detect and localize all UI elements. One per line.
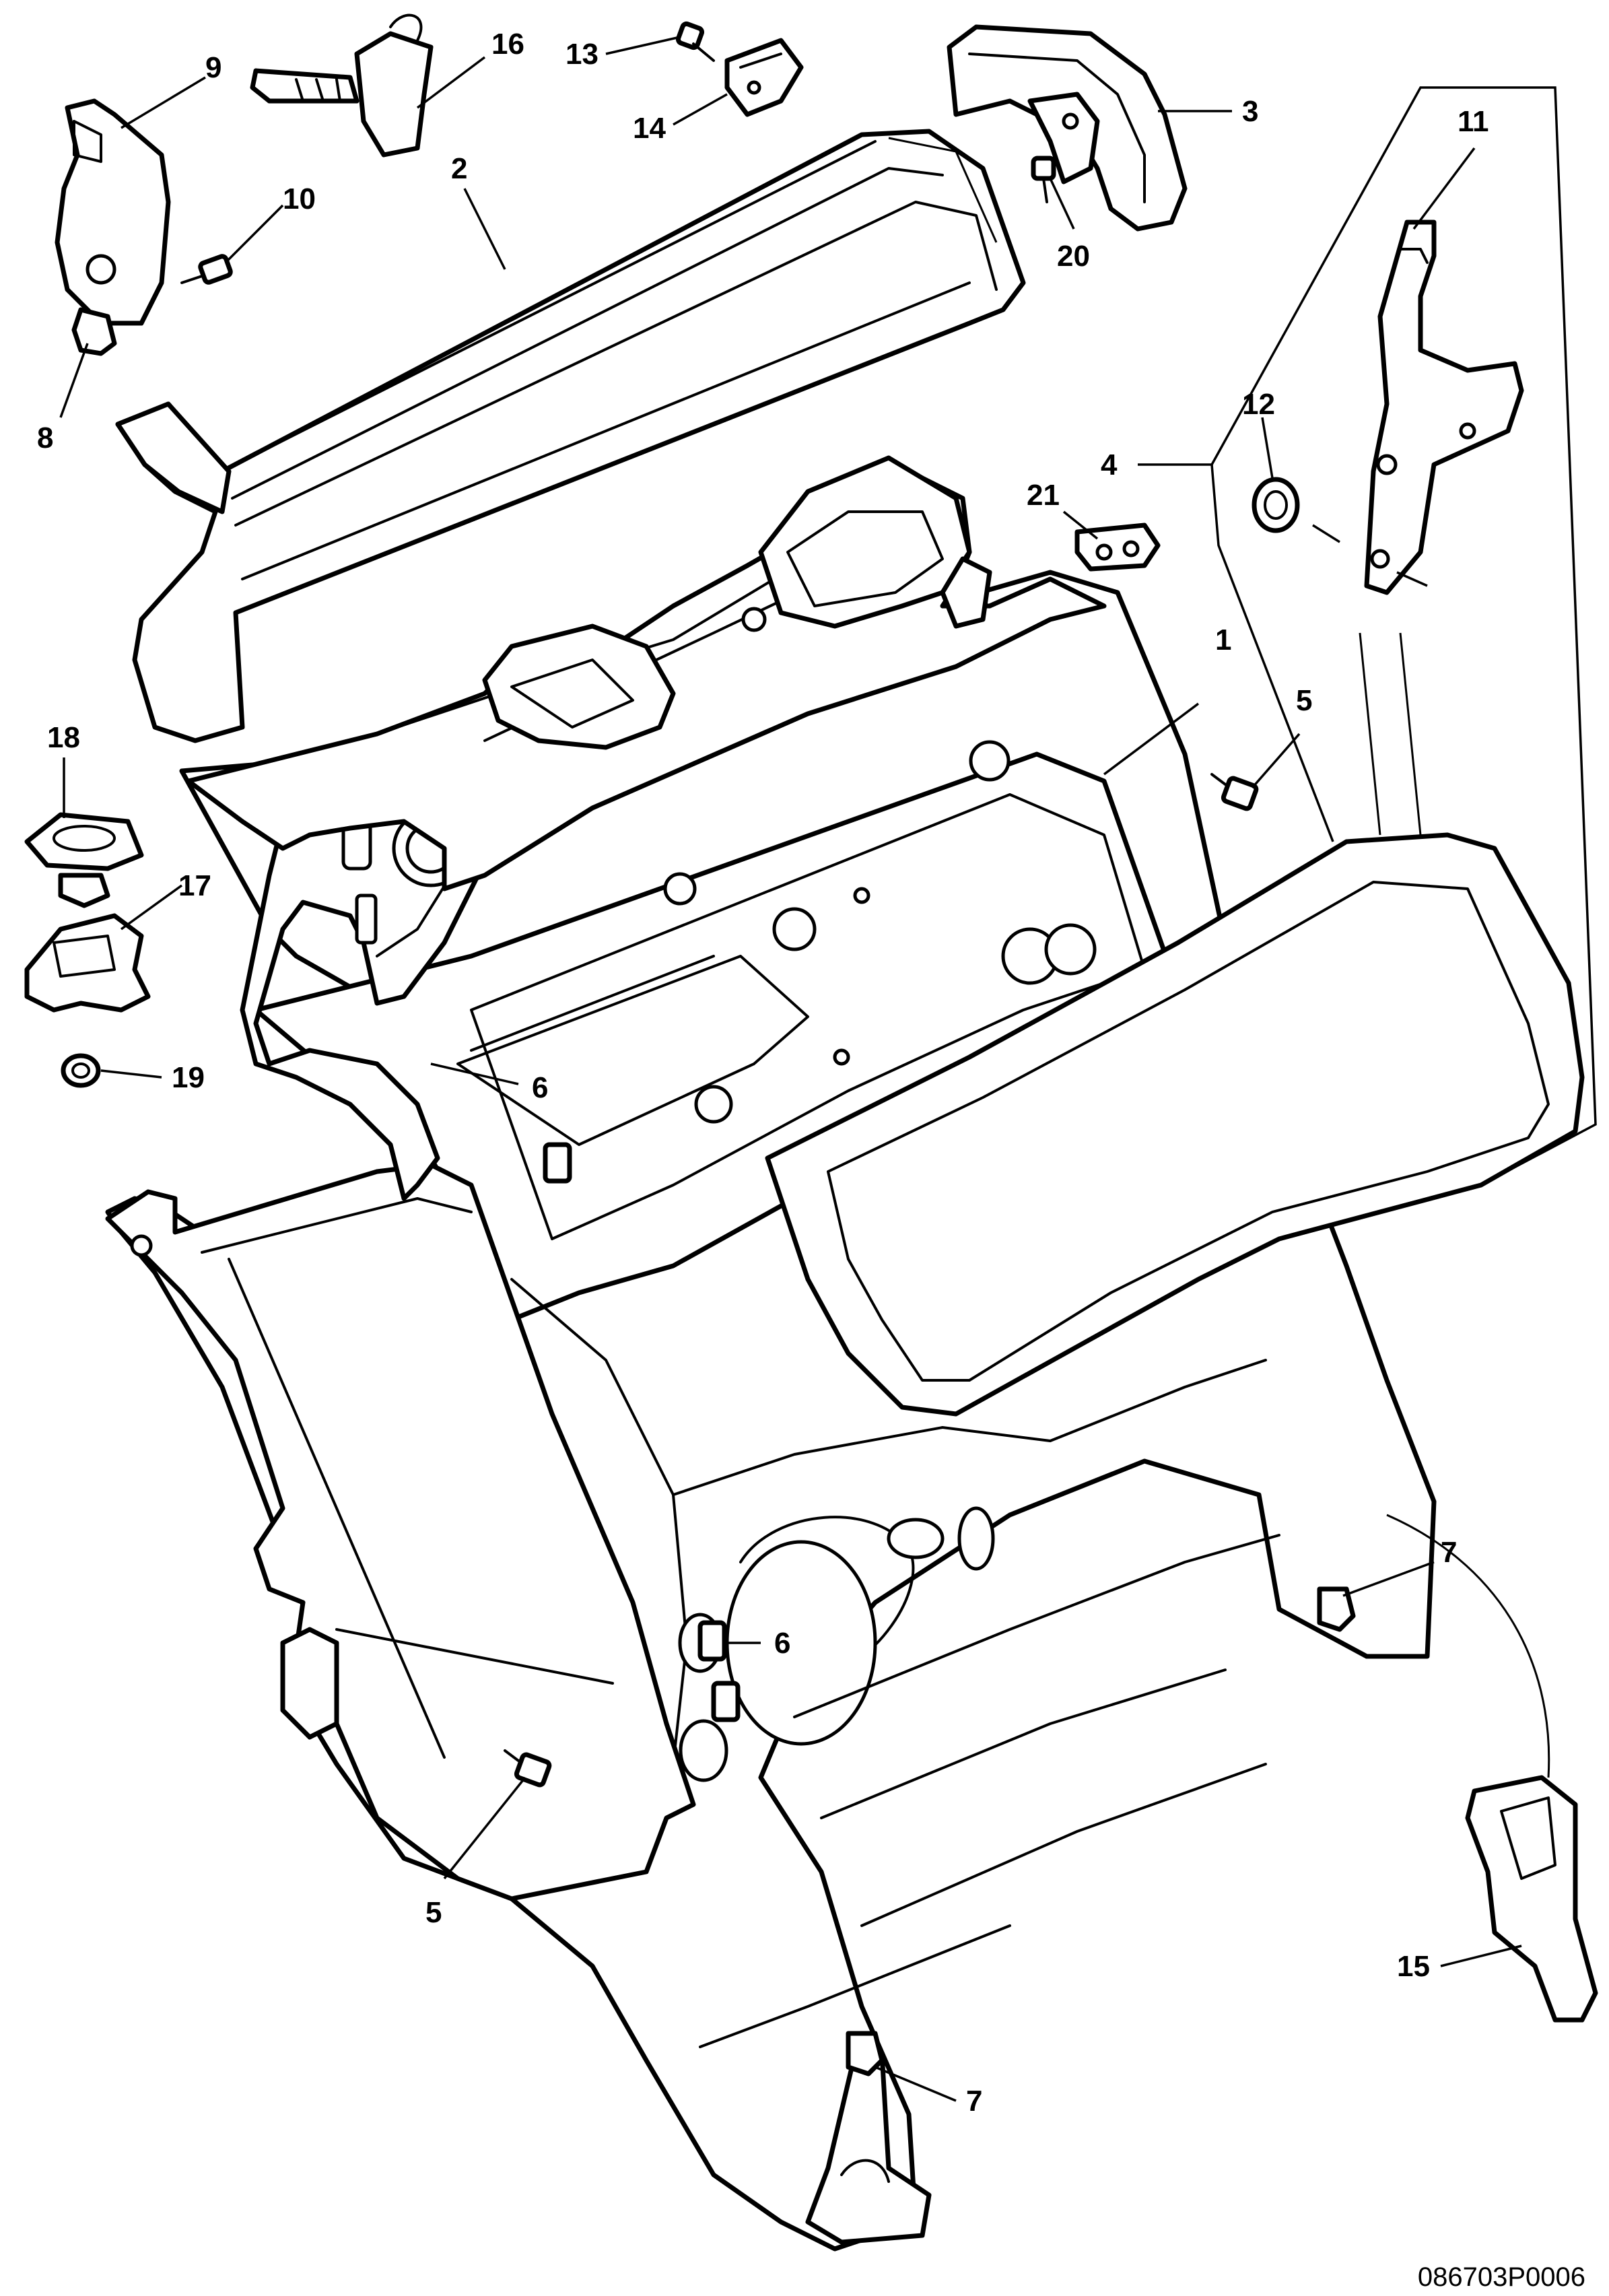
callout-4: 4	[1101, 448, 1118, 481]
part-12-nut	[1252, 477, 1300, 533]
callout-15: 15	[1397, 1950, 1430, 1983]
callout-8: 8	[37, 421, 53, 454]
callout-11: 11	[1458, 105, 1489, 138]
callout-21: 21	[1027, 479, 1060, 512]
callout-labels: 1 2 3 4 5 5 6 6 7 7 8 9 10 11 12 13 14 1…	[37, 28, 1489, 2118]
callout-20: 20	[1057, 240, 1090, 273]
callout-18: 18	[47, 721, 80, 754]
part-6-clips	[543, 1142, 741, 1722]
callout-3: 3	[1242, 95, 1258, 128]
callout-5a: 5	[1296, 684, 1312, 717]
upper-shelf-trim	[115, 129, 1026, 743]
part-9-cover	[55, 98, 171, 326]
part-3-handle	[947, 24, 1188, 232]
drawing-reference-code: 086703P0006	[1418, 2262, 1585, 2292]
part-21-cap	[1074, 522, 1161, 572]
part-13-screw	[675, 21, 715, 62]
part-20-screw	[1031, 156, 1056, 203]
callout-7b: 7	[966, 2085, 982, 2118]
callout-7a: 7	[1441, 1536, 1457, 1569]
leader-lines	[59, 36, 1522, 2102]
callout-13: 13	[566, 38, 598, 71]
part-19-nut	[61, 1053, 101, 1088]
callout-14: 14	[633, 112, 666, 145]
callout-17: 17	[178, 869, 211, 902]
part-18-grommet	[24, 812, 144, 908]
callout-6b: 6	[774, 1627, 790, 1660]
callout-2: 2	[451, 152, 467, 185]
parcel-shelf	[186, 455, 1107, 891]
callout-12: 12	[1242, 388, 1275, 421]
part-8-clip	[71, 307, 117, 356]
callout-19: 19	[172, 1061, 205, 1094]
part-16-clip	[250, 13, 434, 158]
callout-6a: 6	[532, 1071, 548, 1104]
callout-16: 16	[491, 28, 524, 61]
callout-10: 10	[283, 182, 316, 215]
window-pad	[765, 832, 1585, 1417]
detail-inset	[1210, 86, 1597, 1186]
part-10-screw	[180, 254, 233, 285]
part-15-bracket	[1386, 1514, 1598, 2023]
callout-1: 1	[1215, 623, 1231, 656]
part-14-clip	[724, 38, 804, 117]
part-17-bracket	[24, 913, 151, 1013]
callout-5b: 5	[425, 1896, 442, 1929]
callout-9: 9	[205, 51, 221, 84]
part-7-nuts	[846, 1586, 1356, 2076]
